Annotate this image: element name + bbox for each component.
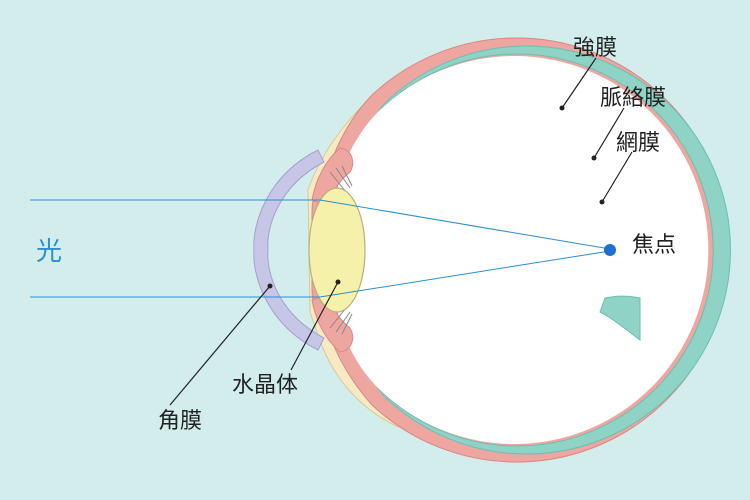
optic-nerve	[599, 295, 641, 342]
label-light: 光	[36, 237, 62, 267]
vitreous-body	[338, 55, 709, 444]
leader-dots	[267, 105, 605, 289]
leader-lens	[290, 281, 339, 371]
light-rays	[30, 199, 611, 298]
leader-retina	[601, 151, 633, 203]
label-lens: 水晶体	[232, 373, 298, 398]
focal-point	[604, 244, 616, 256]
leader-lines	[169, 57, 633, 406]
label-sclera: 強膜	[573, 36, 617, 61]
leader-choroid	[593, 107, 625, 159]
label-choroid: 脈絡膜	[600, 86, 666, 111]
lens	[308, 187, 366, 313]
leader-sclera	[561, 57, 597, 109]
label-cornea: 角膜	[158, 409, 202, 434]
label-focus: 焦点	[632, 233, 676, 258]
zonule-fibers	[329, 165, 353, 335]
retina-layer	[377, 45, 731, 455]
label-retina: 網膜	[616, 131, 660, 156]
leader-cornea	[169, 285, 271, 406]
